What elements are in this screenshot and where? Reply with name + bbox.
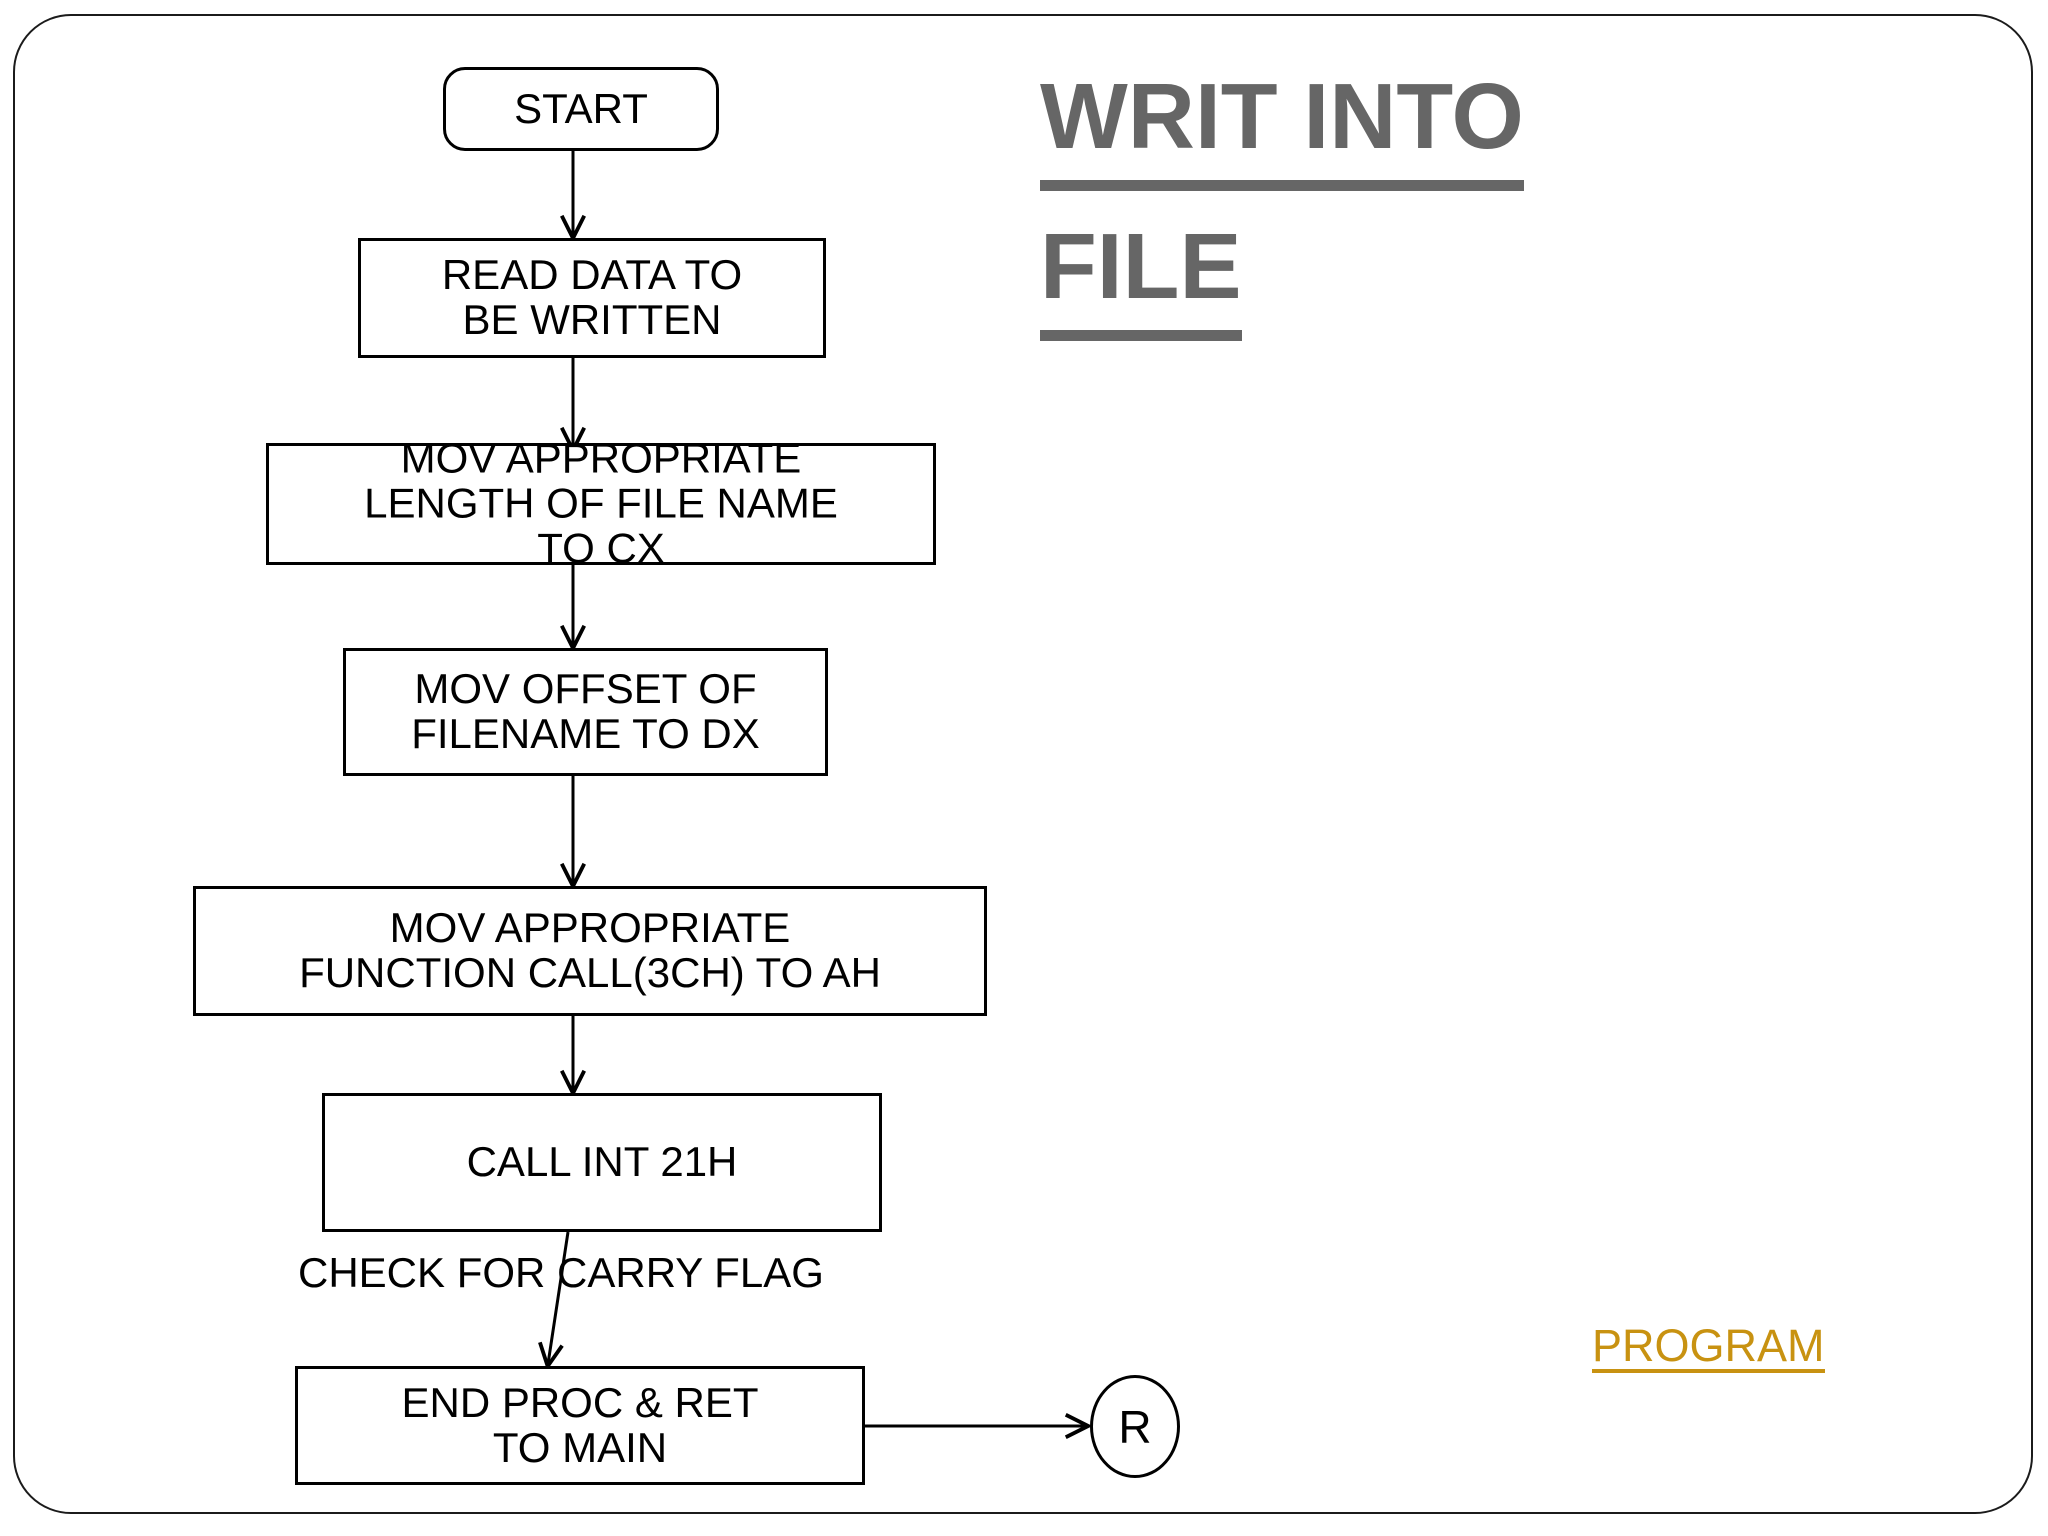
- program-link[interactable]: PROGRAM: [1592, 1322, 1825, 1374]
- flow-node-end-proc-label: END PROC & RET TO MAIN: [401, 1378, 759, 1471]
- flow-node-read-data[interactable]: READ DATA TO BE WRITTEN: [358, 238, 826, 358]
- edge-callint-endproc: [548, 1231, 570, 1364]
- flow-node-mov-offset-dx-label: MOV OFFSET OF FILENAME TO DX: [411, 665, 760, 757]
- flow-node-start[interactable]: START: [443, 67, 719, 151]
- flow-node-mov-offset-dx[interactable]: MOV OFFSET OF FILENAME TO DX: [343, 648, 828, 776]
- flow-node-mov-function-ah[interactable]: MOV APPROPRIATE FUNCTION CALL(3CH) TO AH: [193, 886, 987, 1016]
- flow-node-call-int-21h[interactable]: CALL INT 21H: [322, 1093, 882, 1232]
- flow-node-mov-function-ah-label: MOV APPROPRIATE FUNCTION CALL(3CH) TO AH: [299, 904, 881, 996]
- flow-node-mov-length-cx-label: MOV APPROPRIATE LENGTH OF FILE NAME TO C…: [364, 434, 838, 572]
- page-title-line-1: WRIT INTO: [1040, 55, 1524, 191]
- page-title: WRIT INTO FILE: [1040, 55, 1760, 355]
- flow-node-call-int-21h-label: CALL INT 21H: [466, 1138, 738, 1186]
- page-title-line-2: FILE: [1040, 205, 1242, 341]
- flow-node-connector-r-label: R: [1118, 1400, 1152, 1453]
- flow-node-mov-length-cx[interactable]: MOV APPROPRIATE LENGTH OF FILE NAME TO C…: [266, 436, 936, 570]
- flow-node-end-proc[interactable]: END PROC & RET TO MAIN: [295, 1366, 865, 1485]
- carry-flag-label: CHECK FOR CARRY FLAG: [298, 1249, 824, 1296]
- slide-border: [13, 14, 2033, 1514]
- flow-node-start-label: START: [514, 84, 648, 132]
- flow-node-connector-r[interactable]: R: [1090, 1375, 1180, 1478]
- flow-node-read-data-label: READ DATA TO BE WRITTEN: [441, 251, 743, 343]
